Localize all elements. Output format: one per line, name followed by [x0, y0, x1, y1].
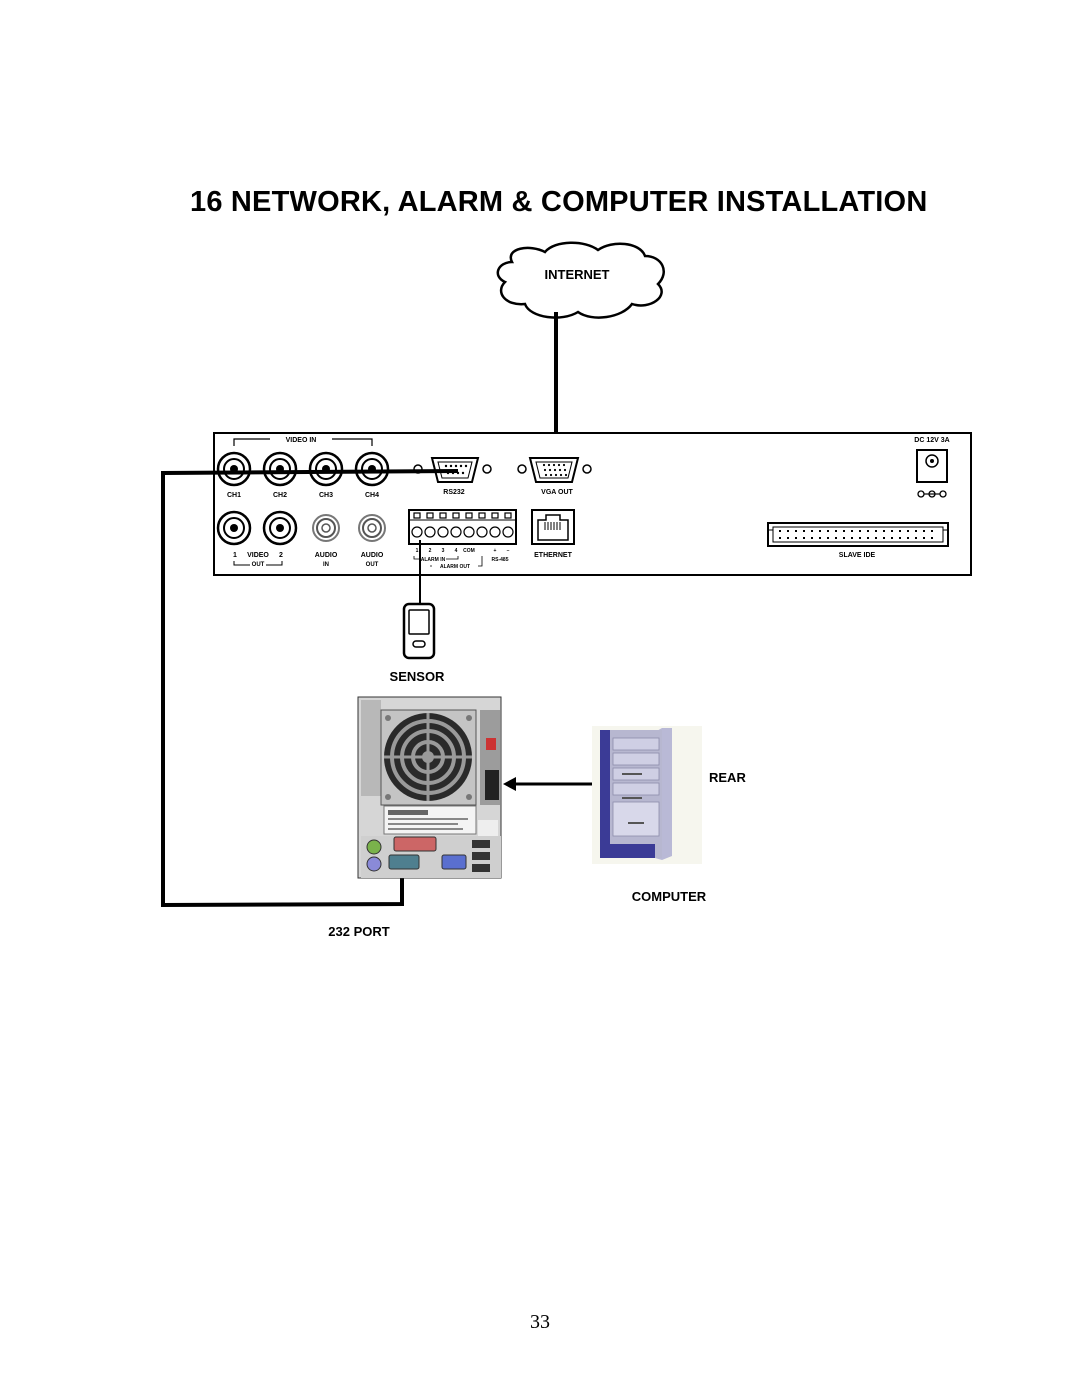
ethernet-label: ETHERNET — [534, 552, 572, 559]
rear-label: REAR — [709, 770, 746, 785]
audio-in-label-1: AUDIO — [315, 552, 338, 559]
alarm-out-label: ALARM OUT — [440, 564, 470, 570]
vga-port — [517, 457, 592, 483]
video-in-label: VIDEO IN — [286, 437, 317, 444]
internet-label: INTERNET — [545, 267, 610, 282]
rs485-label: RS-485 — [492, 557, 509, 563]
vga-out-label: VGA OUT — [541, 489, 573, 496]
bnc-video-out-2 — [262, 510, 298, 546]
terminal-num-1: 1 — [416, 548, 419, 554]
alarm-terminal-block — [408, 509, 517, 545]
audio-out-label-2: OUT — [366, 562, 379, 568]
computer-rear-image — [357, 696, 502, 879]
video-out-2-num: 2 — [279, 552, 283, 559]
terminal-com: COM — [463, 548, 475, 554]
bnc-ch4 — [354, 451, 390, 487]
computer-tower-image — [592, 726, 702, 864]
alarm-in-label: ALARM IN — [421, 557, 446, 563]
bnc-video-out-1 — [216, 510, 252, 546]
terminal-num-4: 4 — [455, 548, 458, 554]
dc-power-label: DC 12V 3A — [914, 437, 949, 444]
video-label: VIDEO — [247, 552, 269, 559]
rear-arrow — [503, 777, 596, 791]
bnc-ch1 — [216, 451, 252, 487]
bnc-ch3 — [308, 451, 344, 487]
audio-in-jack — [312, 514, 340, 542]
page-number: 33 — [530, 1311, 550, 1333]
ch3-label: CH3 — [319, 492, 333, 499]
audio-out-jack — [358, 514, 386, 542]
audio-out-label-1: AUDIO — [361, 552, 384, 559]
rs232-label: RS232 — [443, 489, 465, 496]
video-out-1-num: 1 — [233, 552, 237, 559]
slave-ide-label: SLAVE IDE — [839, 552, 876, 559]
sensor-icon — [402, 602, 436, 660]
rs232-port-label: 232 PORT — [328, 924, 389, 939]
bnc-ch2 — [262, 451, 298, 487]
video-out-label: OUT — [252, 562, 265, 568]
audio-in-label-2: IN — [323, 562, 329, 568]
terminal-num-2: 2 — [429, 548, 432, 554]
rs232-cable — [161, 469, 459, 908]
ch1-label: CH1 — [227, 492, 241, 499]
ethernet-port — [531, 509, 575, 545]
ch2-label: CH2 — [273, 492, 287, 499]
terminal-plus: + — [494, 548, 497, 554]
terminal-num-3: 3 — [442, 548, 445, 554]
slave-ide-connector — [767, 522, 949, 547]
internet-cloud: INTERNET — [496, 241, 665, 319]
computer-label: COMPUTER — [632, 889, 707, 904]
dc-power-jack — [916, 449, 948, 498]
terminal-minus: – — [507, 548, 510, 554]
ch4-label: CH4 — [365, 492, 379, 499]
sensor-label: SENSOR — [390, 669, 446, 684]
dvr-rear-panel: VIDEO IN CH1 CH2 CH3 CH4 — [213, 432, 972, 576]
section-title: 16 NETWORK, ALARM & COMPUTER INSTALLATIO… — [190, 186, 928, 218]
